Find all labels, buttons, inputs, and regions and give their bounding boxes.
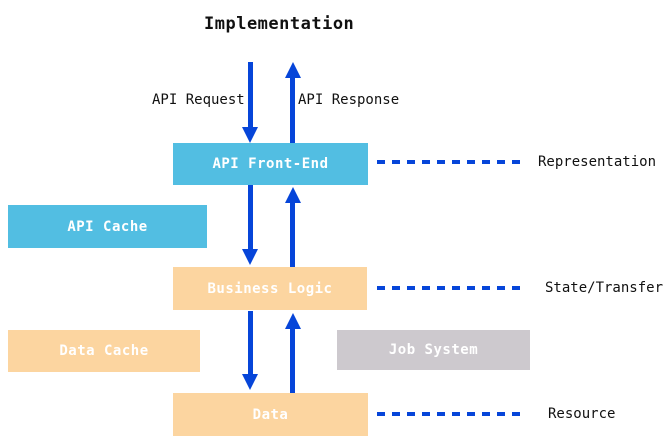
api-request-label: API Request [152, 92, 245, 108]
response-arrow-line-bottom [290, 328, 295, 393]
box-job-system-label: Job System [388, 342, 479, 358]
box-api-cache-label: API Cache [67, 218, 148, 235]
box-api-front-end-label: API Front-End [212, 156, 329, 172]
representation-label: Representation [538, 154, 657, 170]
box-data: Data [173, 393, 368, 436]
box-job-system: Job System [337, 330, 530, 370]
request-arrow-line-bottom [248, 311, 253, 375]
response-arrow-line-top [290, 77, 295, 143]
request-arrowhead-middle [242, 249, 258, 265]
box-business-logic-label: Business Logic [207, 280, 333, 297]
box-api-cache: API Cache [8, 205, 207, 248]
box-api-front-end: API Front-End [173, 143, 368, 185]
dashed-connector-resource [377, 412, 524, 416]
response-arrow-line-middle [290, 202, 295, 267]
box-data-label: Data [252, 406, 289, 423]
api-response-label: API Response [298, 92, 400, 108]
response-arrowhead-top [285, 62, 301, 78]
diagram-title: Implementation [204, 14, 355, 34]
request-arrow-line-top [248, 62, 253, 128]
request-arrow-line-middle [248, 185, 253, 250]
request-arrowhead-bottom [242, 374, 258, 390]
dashed-connector-representation [377, 160, 524, 164]
dashed-connector-state-transfer [377, 286, 524, 290]
state-transfer-label: State/Transfer [545, 280, 664, 296]
request-arrowhead-top [242, 127, 258, 143]
box-data-cache-label: Data Cache [59, 343, 149, 359]
response-arrowhead-bottom [285, 313, 301, 329]
resource-label: Resource [548, 406, 616, 422]
response-arrowhead-middle [285, 187, 301, 203]
box-business-logic: Business Logic [173, 267, 367, 310]
box-data-cache: Data Cache [8, 330, 200, 372]
